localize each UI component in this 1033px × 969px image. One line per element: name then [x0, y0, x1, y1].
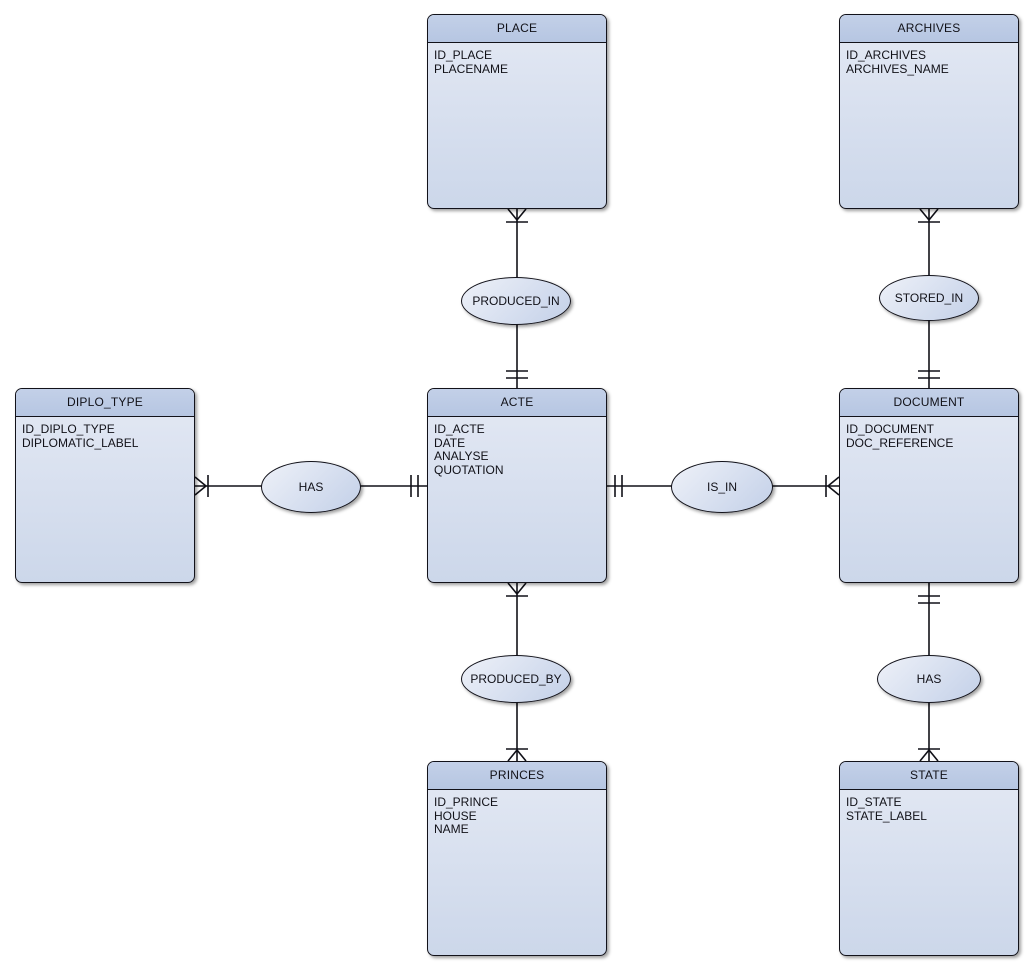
attribute: DATE — [434, 435, 466, 450]
attribute: HOUSE — [434, 808, 477, 823]
entity-title: STATE — [840, 762, 1018, 790]
entity-title: DIPLO_TYPE — [16, 389, 194, 417]
relationship-produced-by[interactable]: PRODUCED_BY — [461, 655, 571, 703]
entity-diplo-type[interactable]: DIPLO_TYPE ID_DIPLO_TYPE DIPLOMATIC_LABE… — [15, 388, 195, 583]
entity-acte[interactable]: ACTE ID_ACTE DATE ANALYSE QUOTATION — [427, 388, 607, 583]
entity-archives[interactable]: ARCHIVES ID_ARCHIVES ARCHIVES_NAME — [839, 14, 1019, 209]
attribute: ID_ARCHIVES — [846, 48, 927, 62]
relationship-has-diplo-type[interactable]: HAS — [261, 461, 361, 513]
attribute: STATE_LABEL — [846, 808, 927, 823]
relationship-is-in[interactable]: IS_IN — [671, 461, 773, 513]
attribute: ID_ACTE — [434, 422, 485, 436]
entity-place[interactable]: PLACE ID_PLACE PLACENAME — [427, 14, 607, 209]
attribute: ANALYSE — [434, 449, 489, 464]
attribute: QUOTATION — [434, 463, 504, 478]
entity-attributes: ID_DOCUMENT DOC_REFERENCE — [840, 417, 1018, 450]
relationship-stored-in[interactable]: STORED_IN — [879, 275, 979, 321]
entity-attributes: ID_PRINCE HOUSE NAME — [428, 790, 606, 837]
entity-document[interactable]: DOCUMENT ID_DOCUMENT DOC_REFERENCE — [839, 388, 1019, 583]
attribute: ID_PLACE — [434, 48, 493, 62]
attribute: ID_DOCUMENT — [846, 422, 935, 436]
attribute: DOC_REFERENCE — [846, 435, 954, 450]
entity-princes[interactable]: PRINCES ID_PRINCE HOUSE NAME — [427, 761, 607, 956]
attribute: ID_DIPLO_TYPE — [22, 422, 115, 436]
entity-title: ARCHIVES — [840, 15, 1018, 43]
attribute: ARCHIVES_NAME — [846, 61, 949, 76]
entity-attributes: ID_ACTE DATE ANALYSE QUOTATION — [428, 417, 606, 478]
entity-state[interactable]: STATE ID_STATE STATE_LABEL — [839, 761, 1019, 956]
entity-title: ACTE — [428, 389, 606, 417]
entity-title: DOCUMENT — [840, 389, 1018, 417]
entity-title: PRINCES — [428, 762, 606, 790]
entity-attributes: ID_PLACE PLACENAME — [428, 43, 606, 76]
relationship-has-state[interactable]: HAS — [877, 655, 981, 703]
attribute: DIPLOMATIC_LABEL — [22, 435, 139, 450]
relationship-produced-in[interactable]: PRODUCED_IN — [461, 277, 571, 325]
entity-attributes: ID_DIPLO_TYPE DIPLOMATIC_LABEL — [16, 417, 194, 450]
attribute: ID_STATE — [846, 795, 902, 809]
attribute: PLACENAME — [434, 61, 509, 76]
attribute: ID_PRINCE — [434, 795, 499, 809]
entity-attributes: ID_STATE STATE_LABEL — [840, 790, 1018, 823]
entity-title: PLACE — [428, 15, 606, 43]
entity-attributes: ID_ARCHIVES ARCHIVES_NAME — [840, 43, 1018, 76]
attribute: NAME — [434, 822, 469, 837]
